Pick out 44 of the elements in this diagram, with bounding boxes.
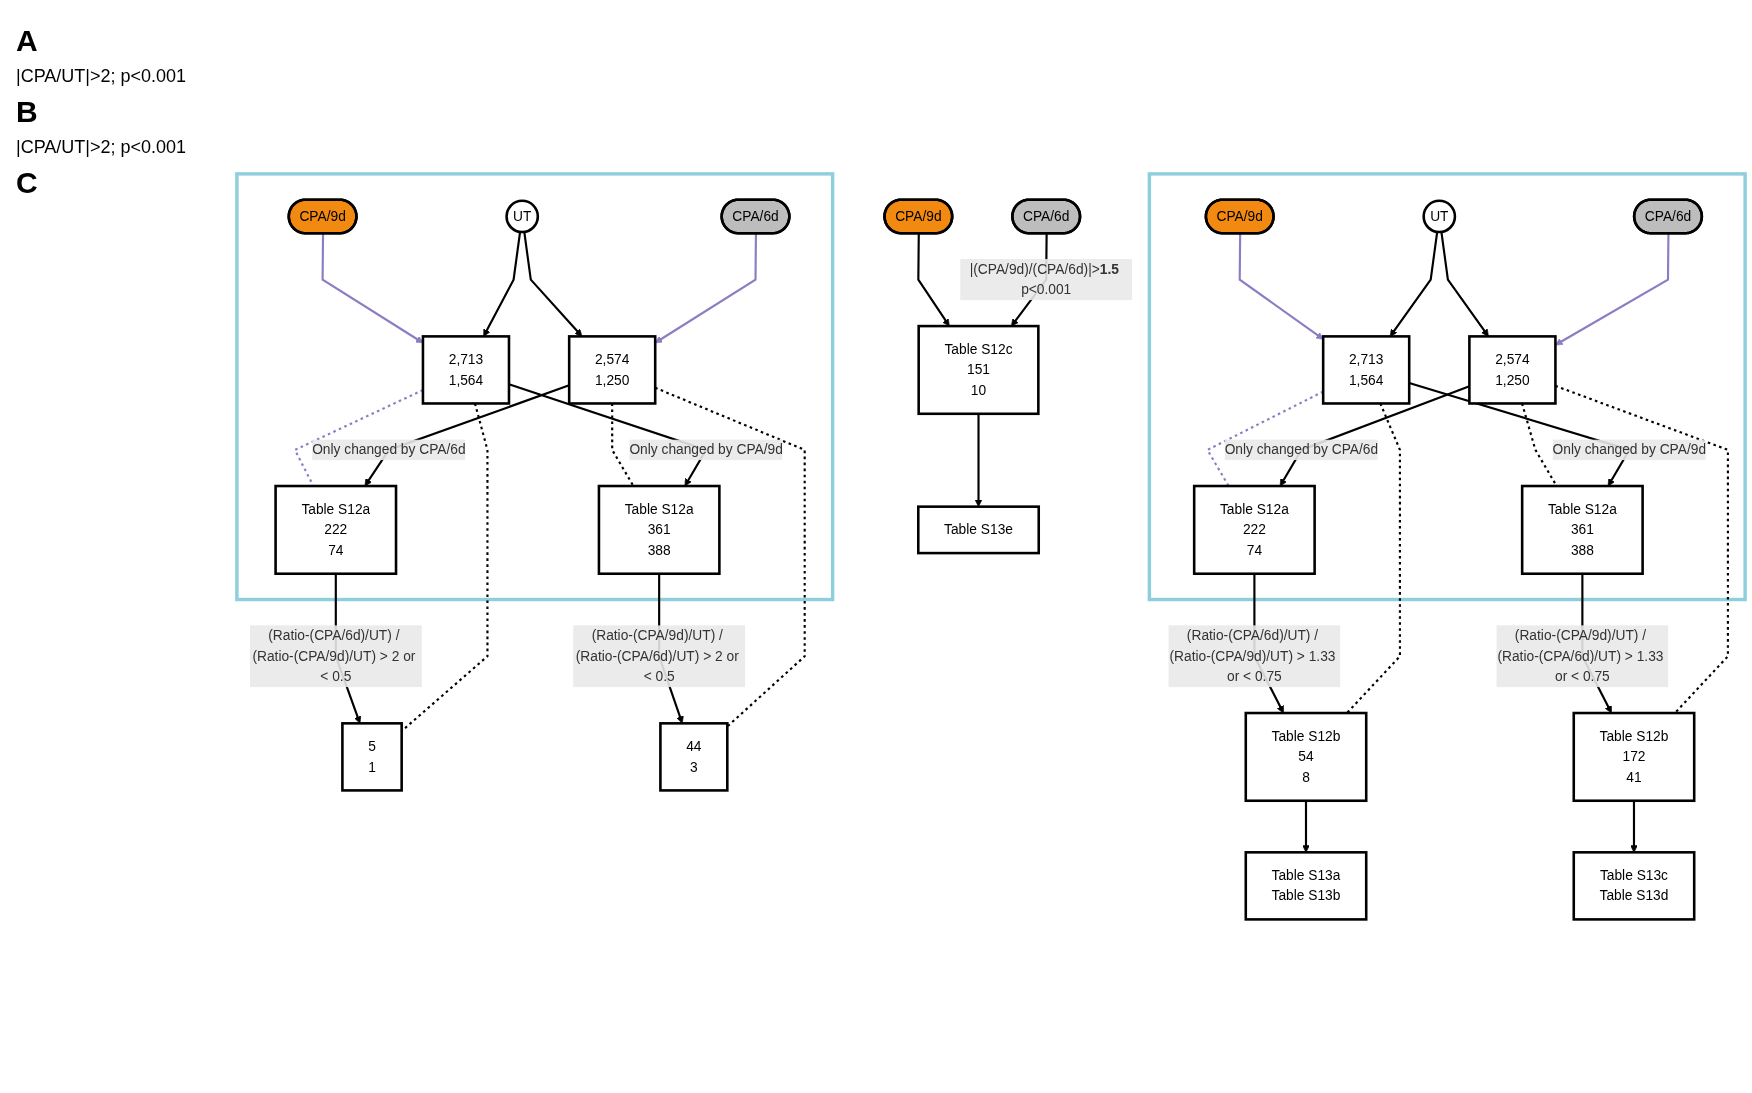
note: |CPA/UT|>2; p<0.001 [16,137,188,158]
node-box: Table S12a 361 388 [1520,484,1644,575]
edge-label: (Ratio-(CPA/9d)/UT) / (Ratio-(CPA/6d)/UT) > 1.33 or < 0.75 [1497,627,1664,684]
node-box: 2,713 1,564 [1321,334,1411,405]
arrow [523,231,583,337]
edge-label: (Ratio-(CPA/9d)/UT) / (Ratio-(CPA/6d)/UT) > 2 or < 0.5 [575,627,739,684]
node-box: 2,574 1,250 [567,334,657,405]
edge-label: (Ratio-(CPA/6d)/UT) / (Ratio-(CPA/9d)/UT) > 2 or < 0.5 [252,627,416,684]
connector [1205,390,1324,487]
edge-label: Only changed by CPA/6d [1224,442,1379,457]
node-circle: UT [1422,199,1457,234]
panel-letter: C [16,166,39,200]
node-box: Table S13a Table S13b [1244,850,1368,921]
node-box: 2,574 1,250 [1468,334,1557,405]
arrow [1555,233,1670,346]
edge-label: Only changed by CPA/9d [1552,442,1707,457]
node-box: Table S13e [917,505,1040,555]
arrow [974,413,983,507]
arrow [1389,231,1439,337]
node-box: Table S12b 172 41 [1572,711,1696,802]
node-box: 44 3 [659,721,729,792]
arrow [1630,800,1638,853]
node-box: Table S13c Table S13d [1572,850,1696,921]
edge-label: |(CPA/9d)/(CPA/6d)|>1.5 p<0.001 [969,261,1119,297]
cluster [1147,172,1747,602]
node-box: 5 1 [341,721,403,792]
panel-letter: B [16,95,39,129]
arrow [1302,800,1310,853]
node-circle: UT [505,199,540,234]
arrow [1238,233,1324,340]
edge-label: Only changed by CPA/6d [312,442,466,457]
node-box: Table S12a 222 74 [274,484,398,575]
cluster [235,172,835,602]
arrow [483,231,522,337]
arrow [1440,231,1489,337]
node-box: 2,713 1,564 [421,334,511,405]
node-box: Table S12a 222 74 [1192,484,1316,575]
node-box: Table S12b 54 8 [1244,711,1368,802]
node-box: Table S12a 361 388 [597,484,721,575]
edge-label: Only changed by CPA/9d [629,442,783,457]
edge-label: (Ratio-(CPA/6d)/UT) / (Ratio-(CPA/9d)/UT) > 1.33 or < 0.75 [1169,627,1336,684]
panel-letter: A [16,24,39,58]
node-box: Table S12c 151 10 [917,324,1040,415]
note: |CPA/UT|>2; p<0.001 [16,66,188,87]
